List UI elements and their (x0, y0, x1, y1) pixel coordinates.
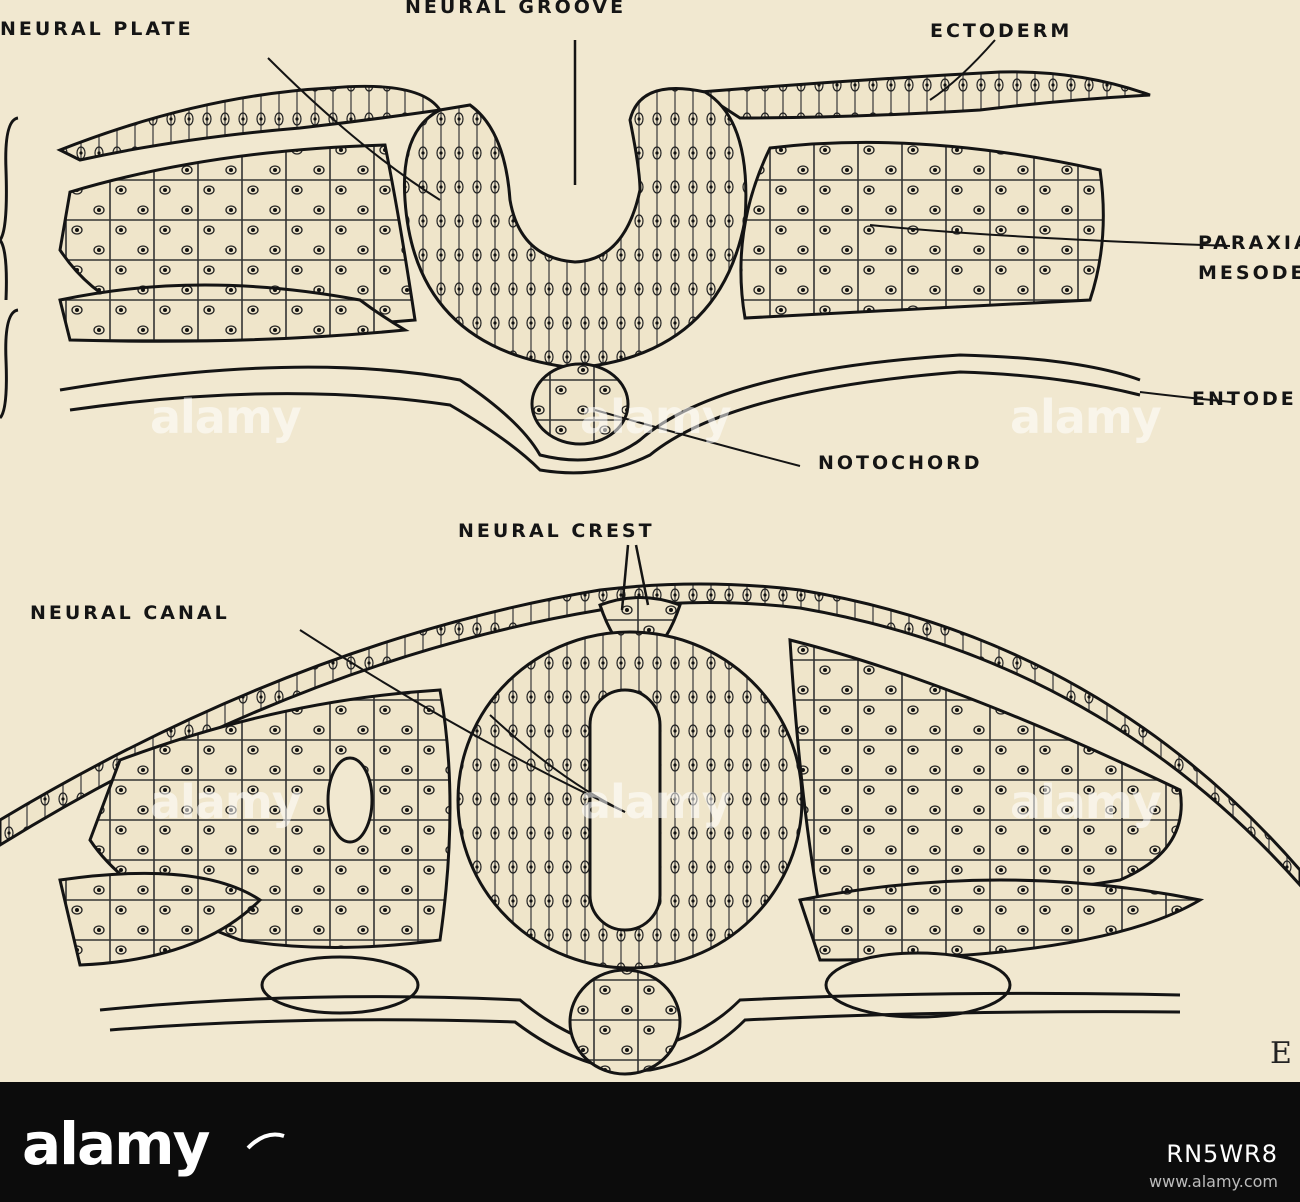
label-neural-groove: NEURAL GROOVE (405, 0, 627, 18)
image-id: RN5WR8 (1166, 1140, 1278, 1168)
label-neural-plate: NEURAL PLATE (0, 18, 194, 40)
footer-url[interactable]: www.alamy.com (1149, 1172, 1278, 1191)
watermark: alamy (580, 390, 732, 444)
label-entoderm: ENTODE (1192, 388, 1297, 410)
watermark: alamy (1010, 390, 1162, 444)
label-ectoderm: ECTODERM (930, 20, 1073, 42)
label-neural-crest: NEURAL CREST (458, 520, 655, 542)
label-paraxial: PARAXIAL (1198, 232, 1300, 254)
illustration (0, 39, 1300, 1076)
label-neural-canal: NEURAL CANAL (30, 602, 230, 624)
watermark: alamy (1010, 775, 1162, 829)
alamy-logo[interactable]: alamy (22, 1110, 210, 1178)
figure-letter: E (1270, 1036, 1292, 1071)
footer-bar: alamy RN5WR8 www.alamy.com (0, 1082, 1300, 1202)
logo-swoosh-icon (246, 1132, 285, 1150)
top-section (0, 39, 1233, 475)
bottom-section (0, 544, 1300, 1076)
watermark: alamy (150, 390, 302, 444)
label-notochord: NOTOCHORD (818, 452, 983, 474)
watermark: alamy (580, 775, 732, 829)
watermark: alamy (150, 775, 302, 829)
label-mesoderm: MESODE (1198, 262, 1300, 284)
embryo-cross-section-figure: NEURAL PLATE NEURAL GROOVE ECTODERM PARA… (0, 0, 1300, 1076)
